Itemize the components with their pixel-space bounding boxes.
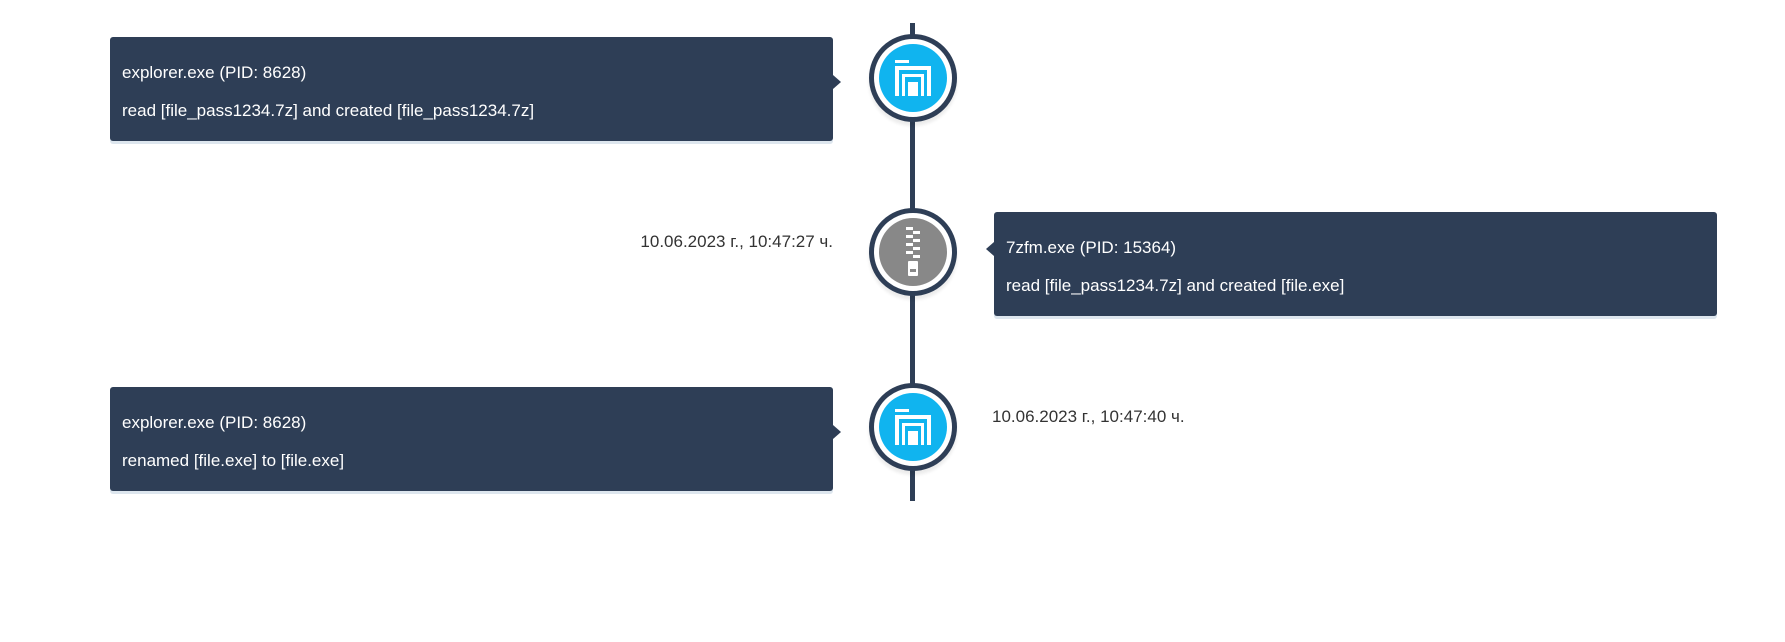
event-process: 7zfm.exe (PID: 15364): [1006, 238, 1177, 257]
event-process: explorer.exe (PID: 8628): [122, 63, 307, 82]
event-action: renamed [file.exe] to [file.exe]: [122, 451, 345, 470]
timeline-node: [869, 383, 957, 471]
folder-icon: [879, 393, 947, 461]
timeline-event-card[interactable]: 7zfm.exe (PID: 15364) read [file_pass123…: [986, 212, 1717, 316]
timeline-node: [869, 208, 957, 296]
folder-icon: [879, 44, 947, 112]
event-process: explorer.exe (PID: 8628): [122, 413, 307, 432]
event-timestamp: 10.06.2023 г., 10:47:27 ч.: [640, 232, 833, 251]
event-timestamp: 10.06.2023 г., 10:47:40 ч.: [992, 407, 1185, 426]
timeline-event-card[interactable]: explorer.exe (PID: 8628) read [file_pass…: [110, 37, 841, 141]
zip-archive-icon: [879, 218, 947, 286]
timeline-event-card[interactable]: explorer.exe (PID: 8628) renamed [file.e…: [110, 387, 841, 491]
event-action: read [file_pass1234.7z] and created [fil…: [122, 101, 535, 120]
event-action: read [file_pass1234.7z] and created [fil…: [1006, 276, 1345, 295]
timeline-node: [869, 34, 957, 122]
